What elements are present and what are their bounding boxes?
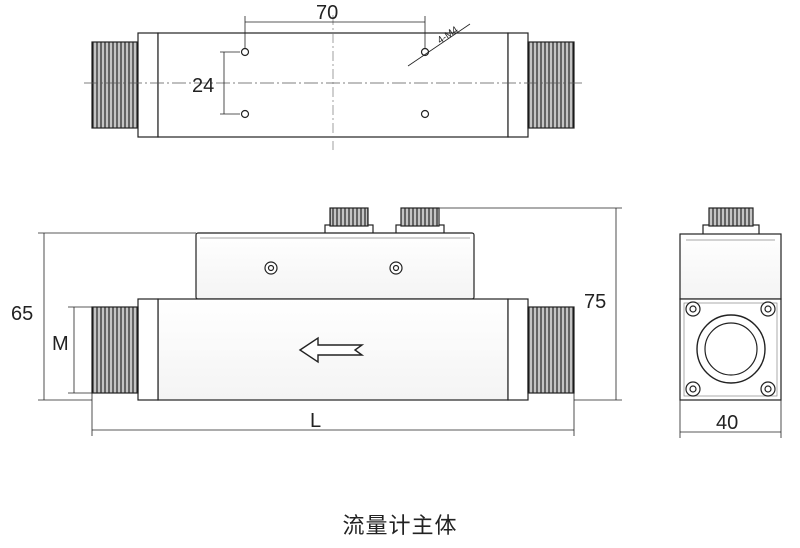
top-right-thread [527, 41, 575, 129]
leader-4m4 [407, 23, 471, 67]
top-left-thread [91, 41, 139, 129]
dim-label-65: 65 [11, 303, 33, 325]
dim-label-m: M [52, 333, 69, 355]
top-right-flange [507, 32, 529, 138]
front-left-flange [137, 298, 159, 401]
dim-label-75: 75 [584, 291, 606, 313]
flow-direction-arrow [298, 336, 365, 364]
hole-top-left [240, 47, 250, 57]
top-view [84, 15, 585, 150]
sensor-connector-left [329, 207, 369, 227]
front-left-thread [91, 306, 139, 394]
front-view [38, 207, 622, 436]
hole-bottom-right [420, 109, 430, 119]
dim-label-70: 70 [316, 2, 338, 24]
hole-bottom-left [240, 109, 250, 119]
sensor-connector-right [400, 207, 440, 227]
top-left-flange [137, 32, 159, 138]
pipe-bore-inner [704, 322, 758, 376]
side-housing [679, 233, 782, 300]
dim-label-40: 40 [716, 412, 738, 434]
electronics-housing [195, 232, 475, 300]
figure-caption: 流量计主体 [342, 514, 458, 539]
side-connector [708, 207, 754, 227]
dim-label-24: 24 [192, 75, 214, 97]
dim-label-l: L [310, 410, 321, 432]
side-view [679, 207, 782, 438]
front-right-flange [507, 298, 529, 401]
front-right-thread [527, 306, 575, 394]
